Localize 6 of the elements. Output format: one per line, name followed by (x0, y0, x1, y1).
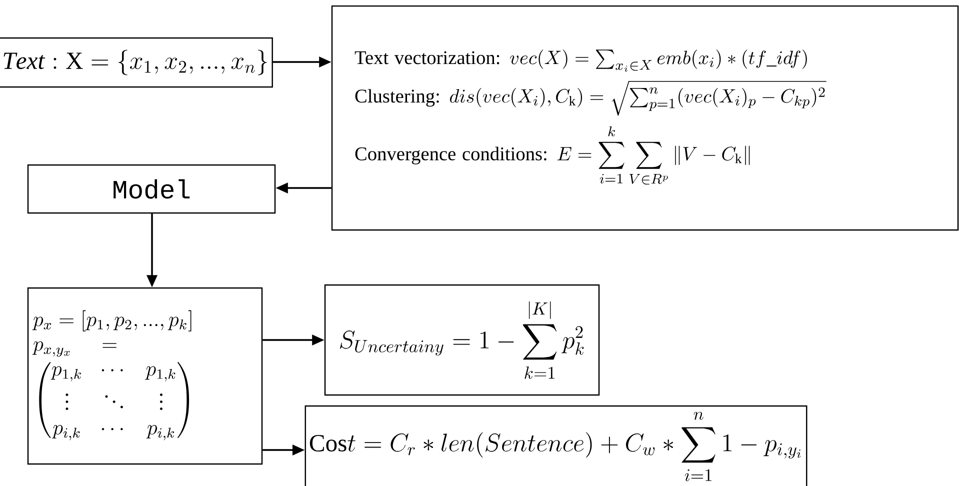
formula-box: $\mathrm{Cos}t = C_r * len(Sentence) + C_w * \sum_{i=1}^{n} 1 - p_{i,y_i}$ (304, 405, 808, 486)
formula-box: $S_{Uncertainy} = 1 - \sum_{k=1}^{|K|} p_k^2$ (324, 284, 600, 396)
model-box: Model (27, 164, 276, 214)
probability-box: $p_x = [p_1, p_2, ..., p_k]$ $p_{x,y_x} = \begin{pmatrix} p_{1,k} & \cdots & p_{1,k} \\ \vdots & \ddots & \vdots \\ p_{i,k} & \cdots & p_{i,k} \end{pmatrix}$ (27, 287, 263, 465)
input-box: $\mathit{Text} : \mathrm{X}=\left\{x_1, x_2, ..., x_n\right\}$ (0, 37, 273, 88)
formula-panel: $\text{Text vectorization: } vec(X) = \sum_{x_i \in X} emb(x_i) * (tf\_idf)$ $\text{Clustering: } dis(vec(X_i), C_{\mathrm{k}}) = \sqrt{\sum_{p=1}^{n} (vec(X_i)_p - C_{kp})^2}$ $\text{Convergence conditions: } E = \sum_{i=1}^{k} \sum_{V \in R^{p}} \| V - C_{\mathrm{k}} \|$ (331, 5, 959, 231)
